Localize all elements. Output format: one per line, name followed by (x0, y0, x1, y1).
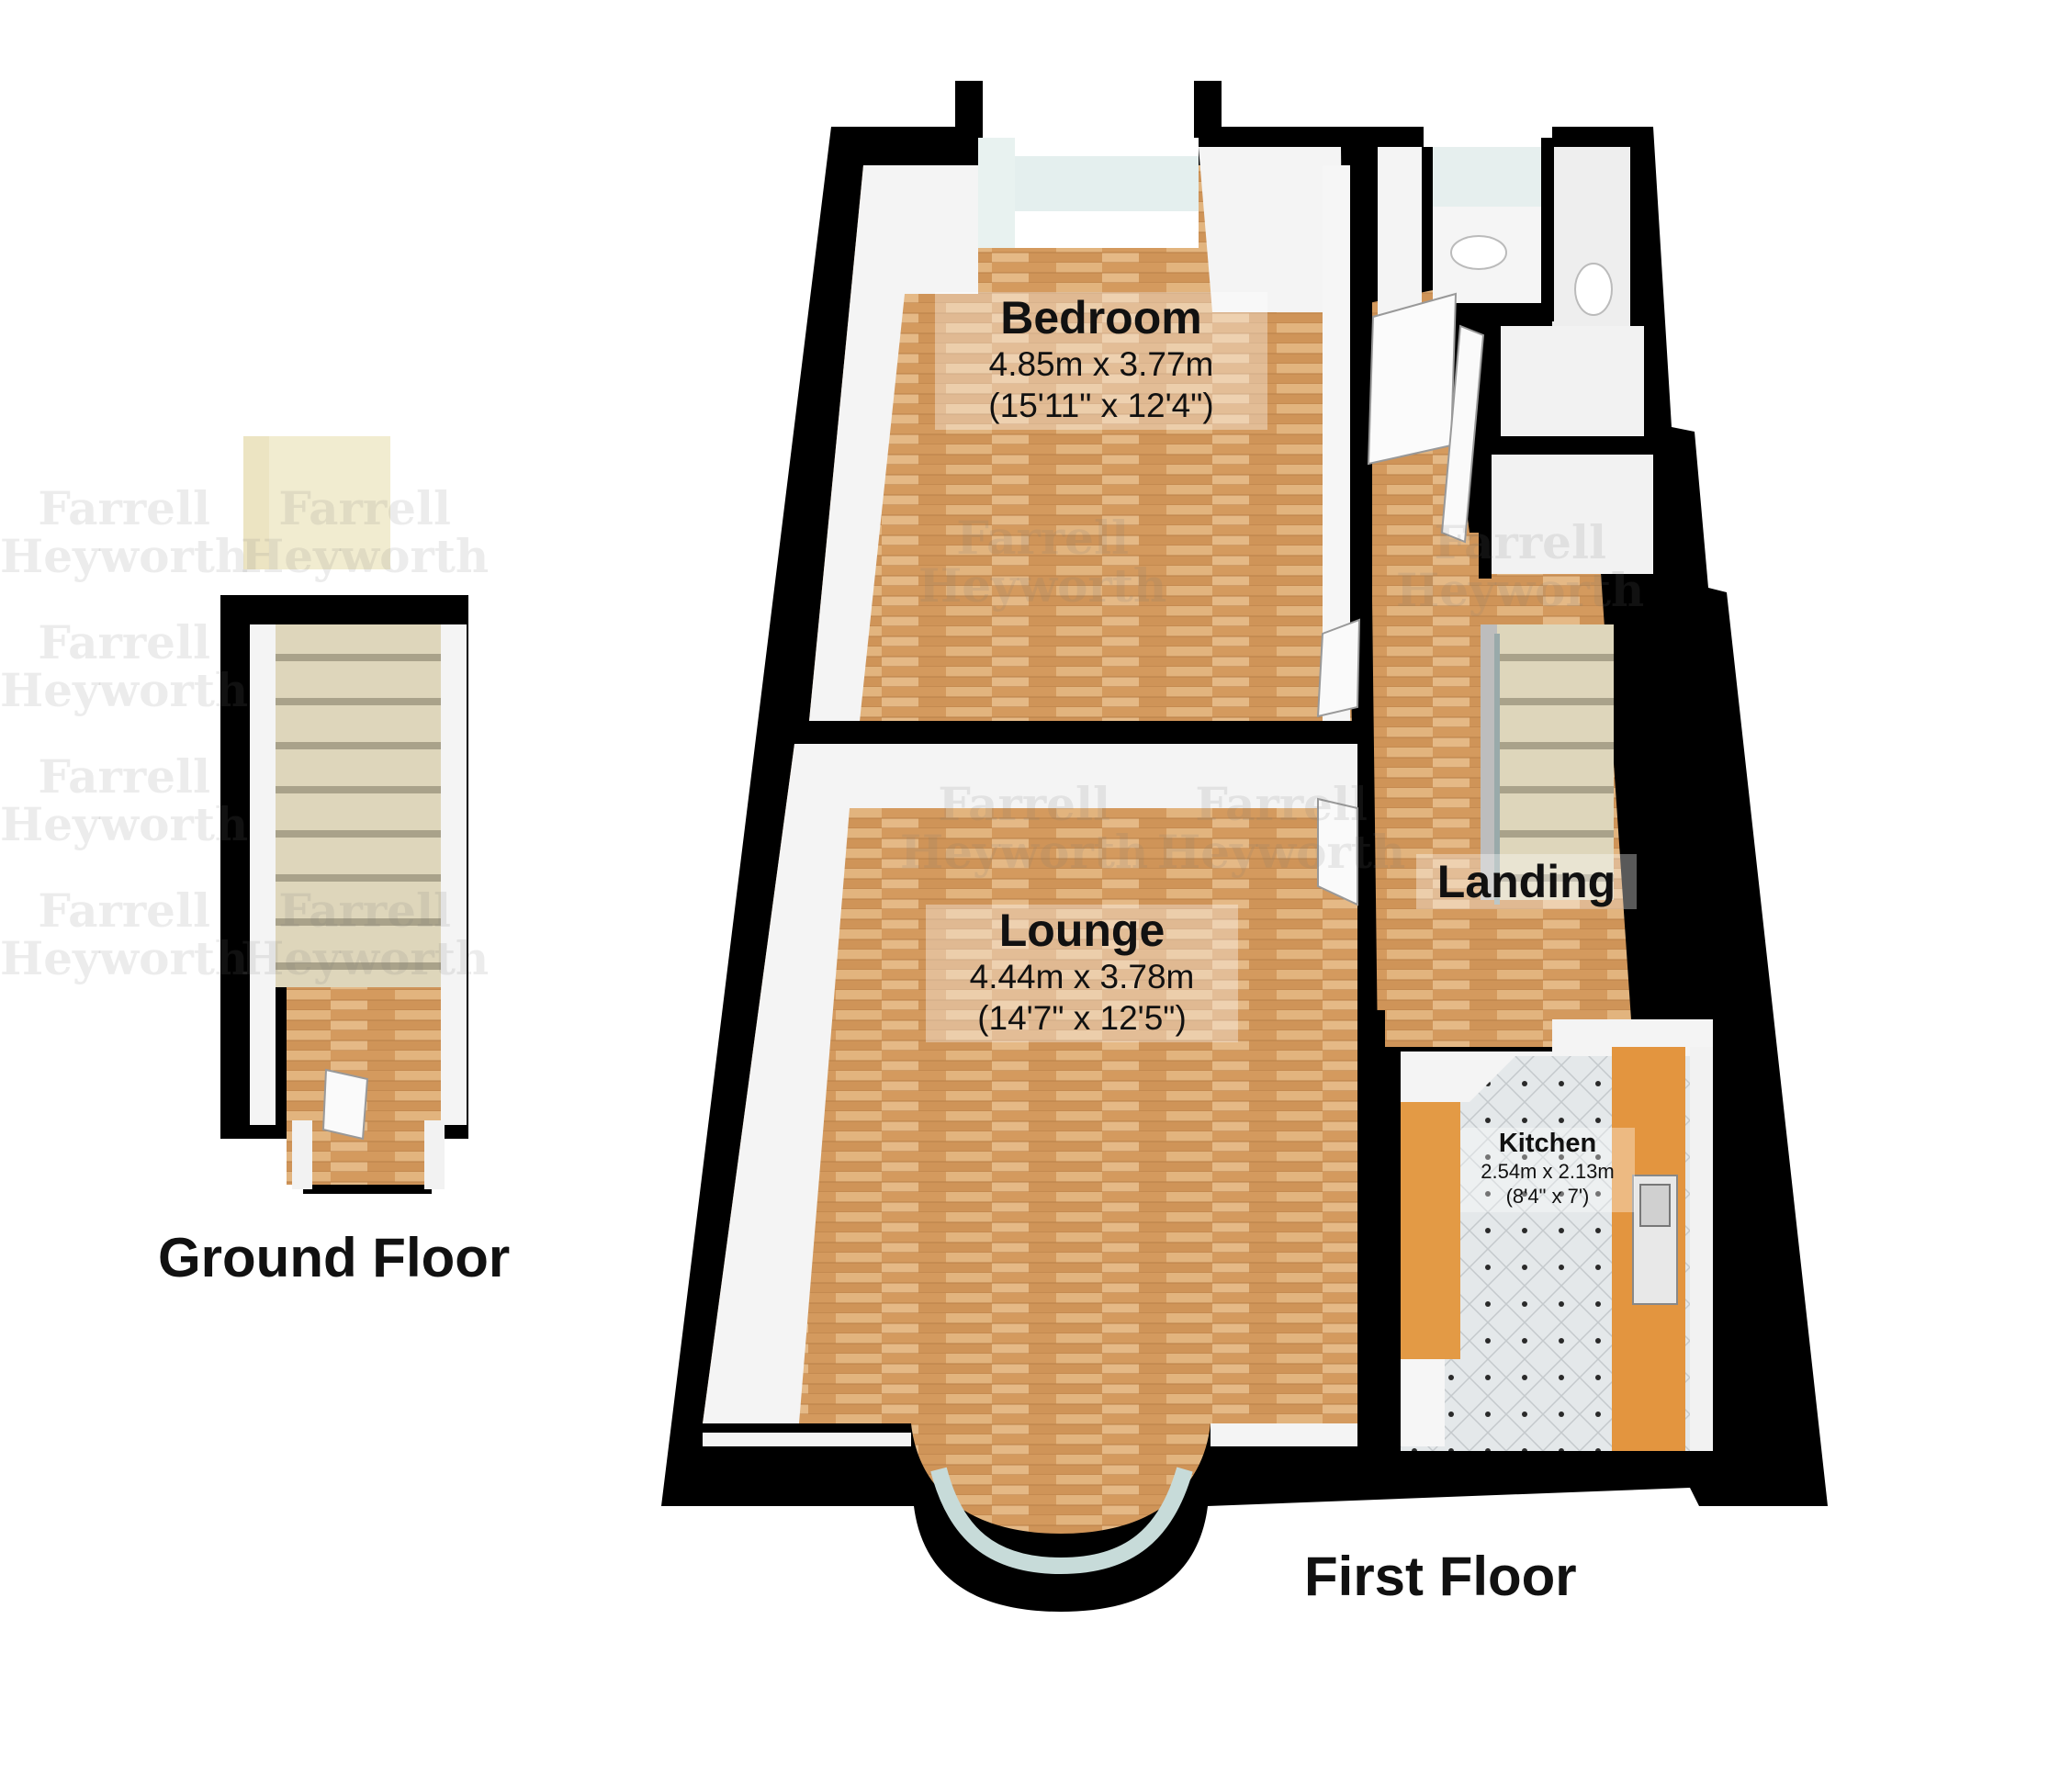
bedroom-name: Bedroom (1000, 292, 1202, 343)
ground-front-door (321, 1068, 369, 1141)
bedroom-door (1316, 618, 1361, 718)
kitchen-label: Kitchen 2.54m x 2.13m (8'4" x 7') (1460, 1128, 1635, 1212)
lounge-label: Lounge 4.44m x 3.78m (14'7" x 12'5") (926, 905, 1238, 1042)
landing-stairs (1481, 624, 1614, 900)
lounge-imperial: (14'7" x 12'5") (977, 999, 1187, 1037)
ground-stairs (274, 624, 441, 987)
landing-name: Landing (1436, 856, 1616, 907)
toilet-icon (1574, 263, 1613, 316)
kitchen-name: Kitchen (1498, 1129, 1597, 1158)
lounge-name: Lounge (998, 905, 1166, 956)
bedroom-metric: 4.85m x 3.77m (988, 345, 1214, 383)
ground-floor-title: Ground Floor (158, 1227, 511, 1288)
lounge-door (1317, 797, 1358, 906)
first-floor-title: First Floor (1304, 1546, 1577, 1607)
bedroom-imperial: (15'11" x 12'4") (988, 387, 1214, 424)
airing-cupboard (1488, 455, 1653, 574)
kitchen-metric: 2.54m x 2.13m (1481, 1160, 1615, 1183)
bedroom-label: Bedroom 4.85m x 3.77m (15'11" x 12'4") (935, 292, 1267, 430)
bathroom-door (1367, 292, 1458, 466)
ground-floor-plan (220, 436, 468, 1194)
basin-icon (1450, 235, 1507, 270)
lounge-metric: 4.44m x 3.78m (969, 958, 1195, 995)
cupboard (1497, 326, 1644, 436)
kitchen-imperial: (8'4" x 7') (1505, 1185, 1590, 1208)
kitchen-counter-left (1401, 1102, 1460, 1359)
lounge-floor (703, 744, 1357, 1534)
first-floor-plan (661, 81, 1828, 1612)
landing-label: Landing (1416, 854, 1637, 909)
bedroom-window (1015, 156, 1199, 211)
